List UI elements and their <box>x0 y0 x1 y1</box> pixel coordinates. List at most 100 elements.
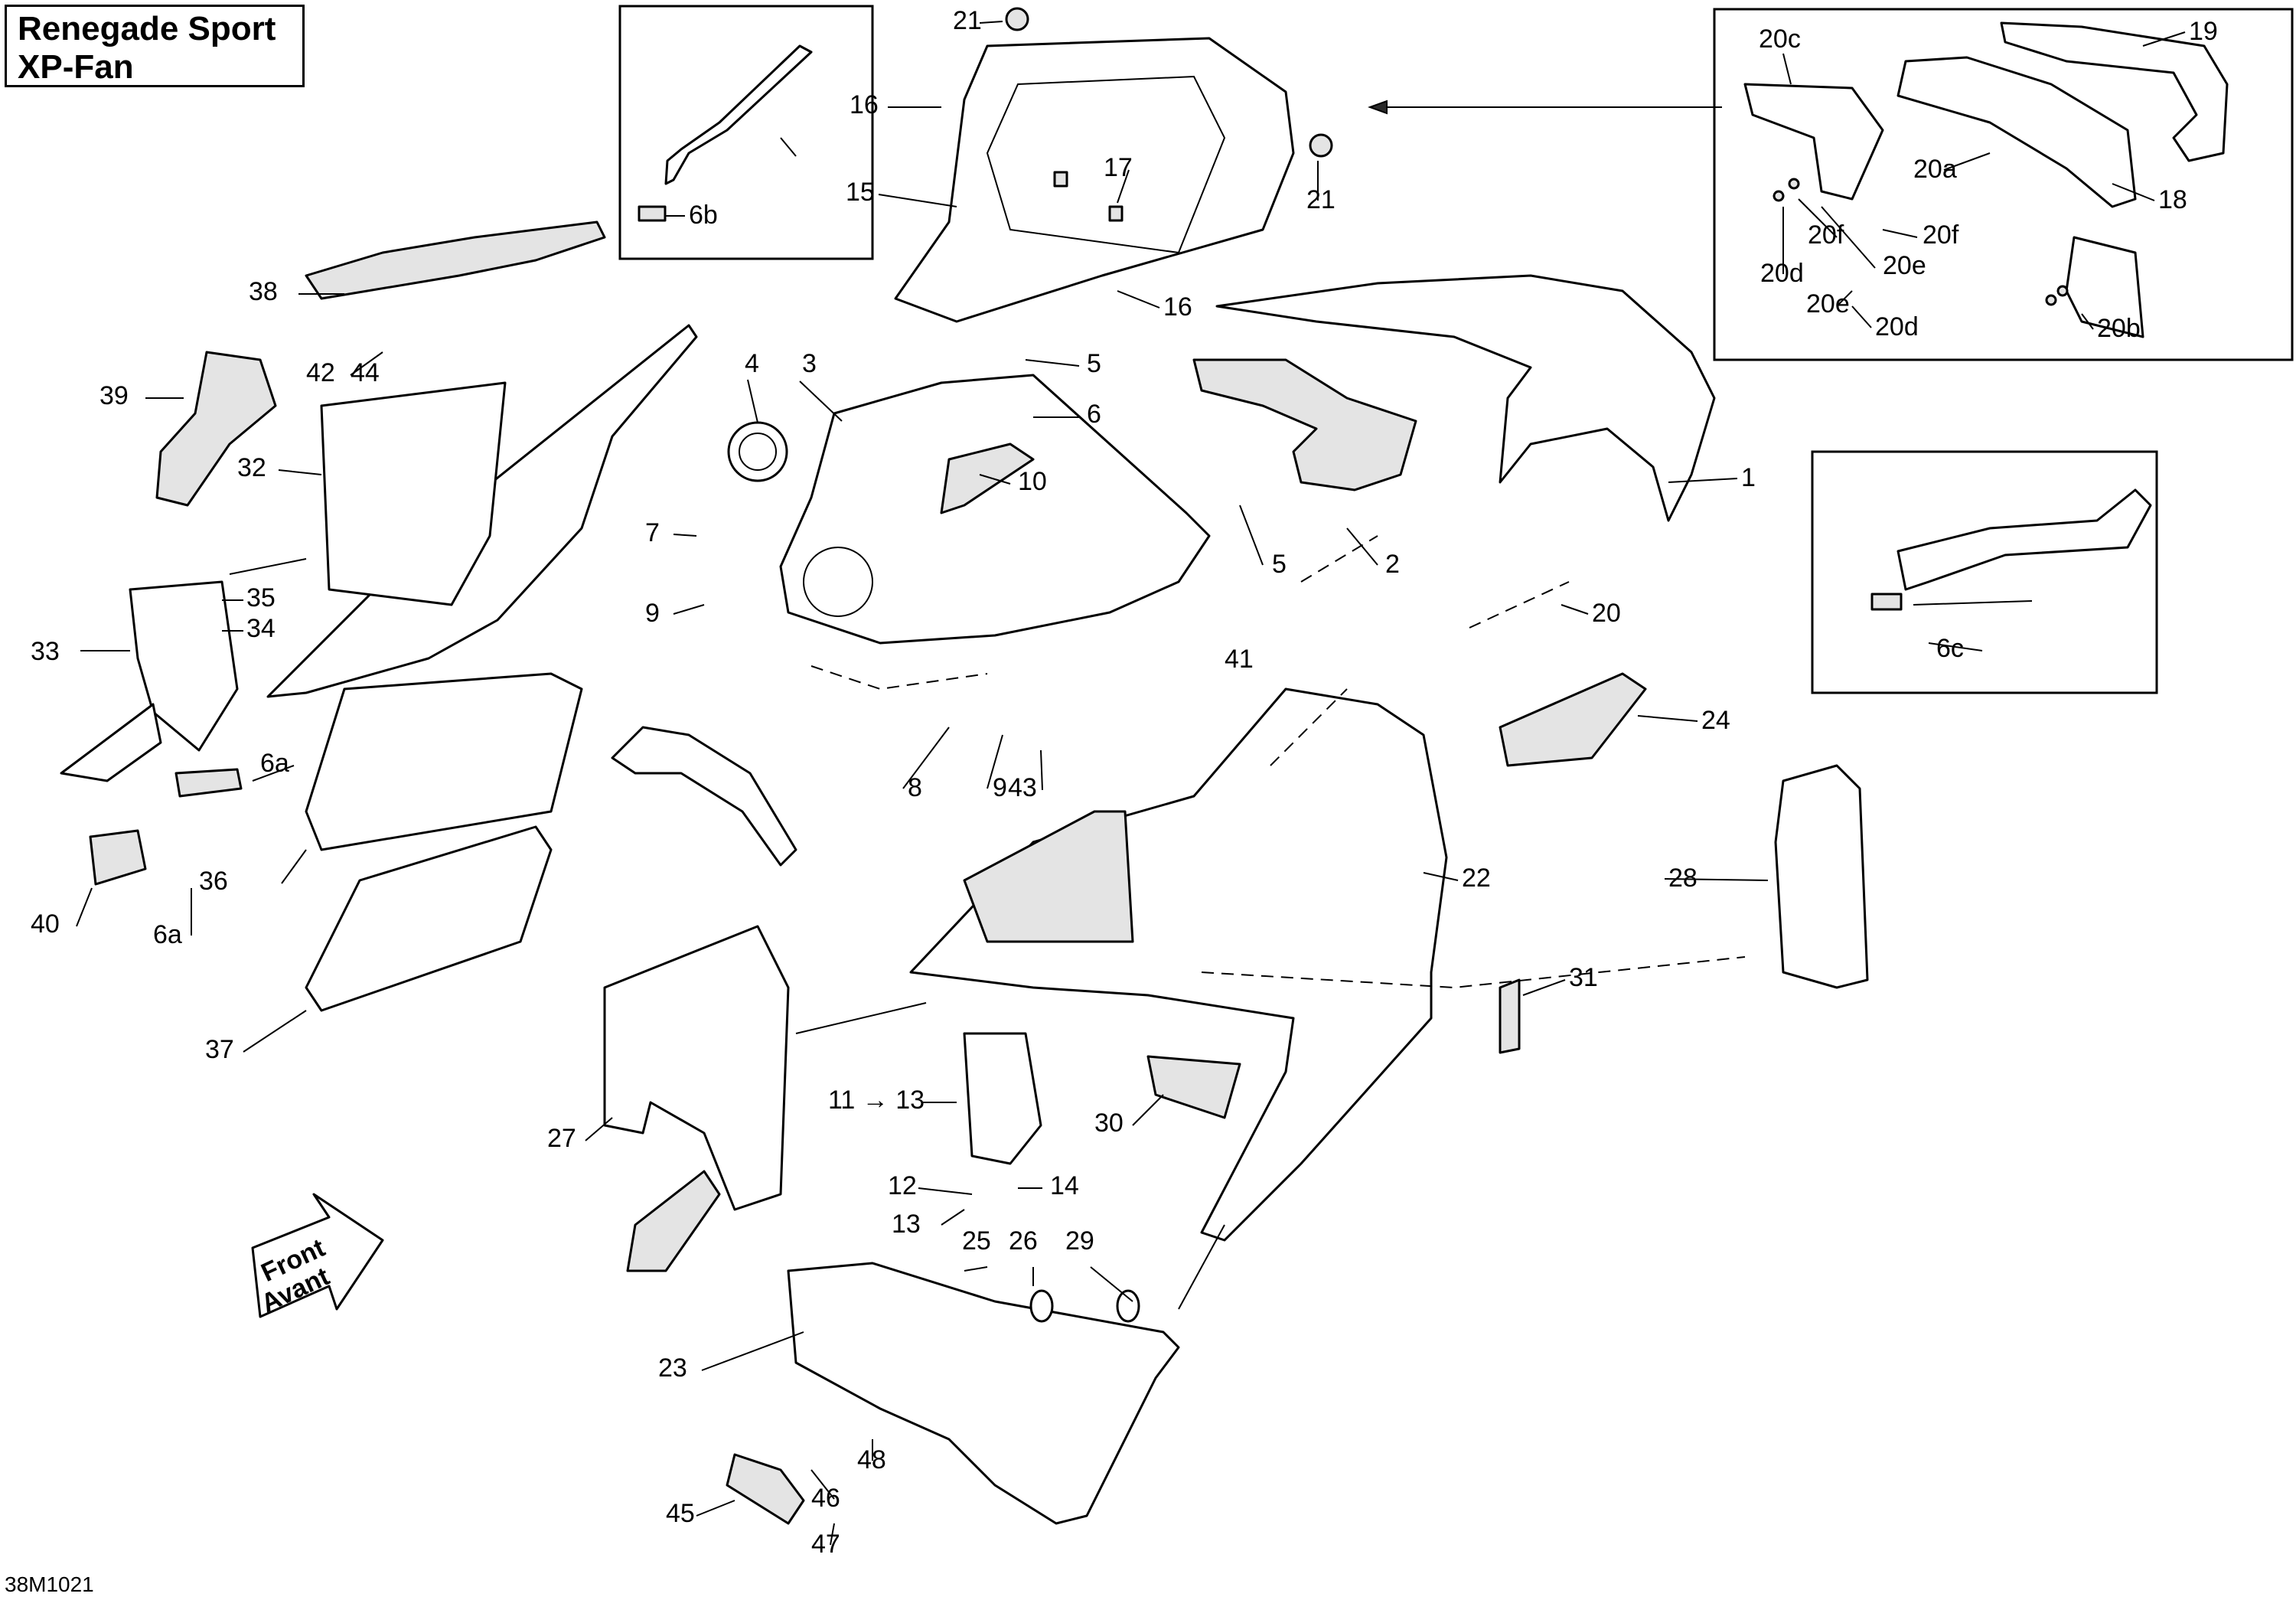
callout-5: 5 <box>1272 550 1287 579</box>
leader-line <box>1836 290 1853 307</box>
part-6c <box>664 44 813 185</box>
front-arrow <box>251 1193 384 1318</box>
part-22-side-panel <box>909 687 1448 1242</box>
callout-25: 25 <box>962 1226 991 1256</box>
callout-45: 45 <box>666 1499 695 1528</box>
leader-line <box>673 534 697 537</box>
part-47 <box>174 768 243 798</box>
leader-line <box>918 1187 973 1195</box>
part-2-duct <box>1192 358 1417 491</box>
part-20c <box>1743 83 1884 201</box>
part-21-grommet-right <box>1309 133 1333 158</box>
part-28 <box>1774 764 1869 989</box>
leader-line <box>1117 290 1160 309</box>
callout-46: 46 <box>811 1484 840 1513</box>
part-32-panel <box>320 381 507 606</box>
part-27-flap <box>626 1170 721 1272</box>
callout-21: 21 <box>953 6 982 35</box>
part-30 <box>1146 1055 1241 1119</box>
callout-15: 15 <box>846 178 875 207</box>
callout-4: 4 <box>745 349 759 378</box>
callout-20f: 20f <box>1808 220 1844 250</box>
part-24-grille <box>1499 672 1647 767</box>
drawing-code: 38M1021 <box>5 1572 94 1596</box>
callout-11-13: 11 → 13 <box>828 1086 925 1115</box>
callout-6b: 6b <box>689 201 718 230</box>
leader-line <box>2142 31 2186 47</box>
leader-line <box>902 727 950 789</box>
callout-21: 21 <box>1306 185 1336 214</box>
leader-line <box>585 1117 613 1141</box>
part-29-a <box>1029 1289 1054 1323</box>
callout-20b: 20b <box>2097 314 2141 343</box>
part-4-gas-cap <box>727 421 788 482</box>
callout-38: 38 <box>249 277 278 306</box>
callout-20f: 20f <box>1923 220 1959 250</box>
leader-line <box>941 1209 965 1226</box>
part-6b <box>1896 488 2152 591</box>
callout-3: 3 <box>802 349 817 378</box>
callout-6a: 6a <box>260 749 289 778</box>
callout-48: 48 <box>857 1445 886 1474</box>
callout-16: 16 <box>1163 292 1192 322</box>
leader-line <box>252 765 295 782</box>
inset-6b <box>1811 450 2158 694</box>
callout-8: 8 <box>908 773 922 802</box>
leader-line <box>701 1331 804 1371</box>
callout-20e: 20e <box>1806 289 1850 318</box>
leader-line <box>1117 169 1130 204</box>
callout-14: 14 <box>1050 1171 1079 1200</box>
callout-10: 10 <box>1018 467 1047 496</box>
part-21-grommet-top <box>1005 7 1029 31</box>
leader-line <box>1943 152 1991 171</box>
callout-47: 47 <box>811 1530 840 1559</box>
leader-line <box>2081 313 2094 330</box>
part-18 <box>1896 56 2137 208</box>
callout-33: 33 <box>31 637 60 666</box>
leader-line <box>1821 206 1876 269</box>
part-37 <box>305 825 553 1012</box>
callout-6a: 6a <box>153 920 182 949</box>
leader-line <box>1132 1094 1164 1126</box>
leader-line <box>810 1469 835 1500</box>
leader-line <box>350 351 383 376</box>
callout-13: 13 <box>892 1210 921 1239</box>
part-6a-top <box>638 205 667 222</box>
diagram-title-box: Renegade Sport XP-Fan <box>5 5 305 87</box>
callout-20e: 20e <box>1883 251 1926 280</box>
part-13-headlight <box>963 1032 1042 1165</box>
callout-2: 2 <box>1385 550 1400 579</box>
callout-6: 6 <box>1087 400 1101 429</box>
diagram-title-line1: Renegade Sport <box>18 10 276 47</box>
leader-line <box>1851 305 1872 328</box>
callout-9: 9 <box>993 773 1007 802</box>
frame-tube <box>611 726 797 867</box>
callout-1: 1 <box>1741 463 1756 492</box>
part-3-console <box>779 374 1211 645</box>
callout-23: 23 <box>658 1353 687 1383</box>
part-29-b <box>1116 1289 1140 1323</box>
callout-28: 28 <box>1668 864 1698 893</box>
callout-20a: 20a <box>1913 155 1957 184</box>
part-1-hood <box>1215 274 1716 522</box>
callout-41: 41 <box>1225 645 1254 674</box>
leader-line <box>1668 478 1738 483</box>
leader-line <box>1423 872 1459 881</box>
leader-line <box>830 1523 835 1546</box>
leader-line <box>747 379 758 423</box>
leader-line <box>979 21 1003 24</box>
callout-18: 18 <box>2158 185 2187 214</box>
callout-9: 9 <box>645 599 660 628</box>
callout-32: 32 <box>237 453 266 482</box>
leader-line <box>1025 359 1080 367</box>
part-31 <box>1499 978 1521 1054</box>
part-40 <box>89 829 147 886</box>
callout-27: 27 <box>547 1124 576 1153</box>
callout-5: 5 <box>1087 349 1101 378</box>
callout-40: 40 <box>31 909 60 939</box>
leader-line <box>696 1500 735 1517</box>
part-38 <box>305 220 606 300</box>
callout-36: 36 <box>199 867 228 896</box>
callout-43: 43 <box>1008 773 1037 802</box>
